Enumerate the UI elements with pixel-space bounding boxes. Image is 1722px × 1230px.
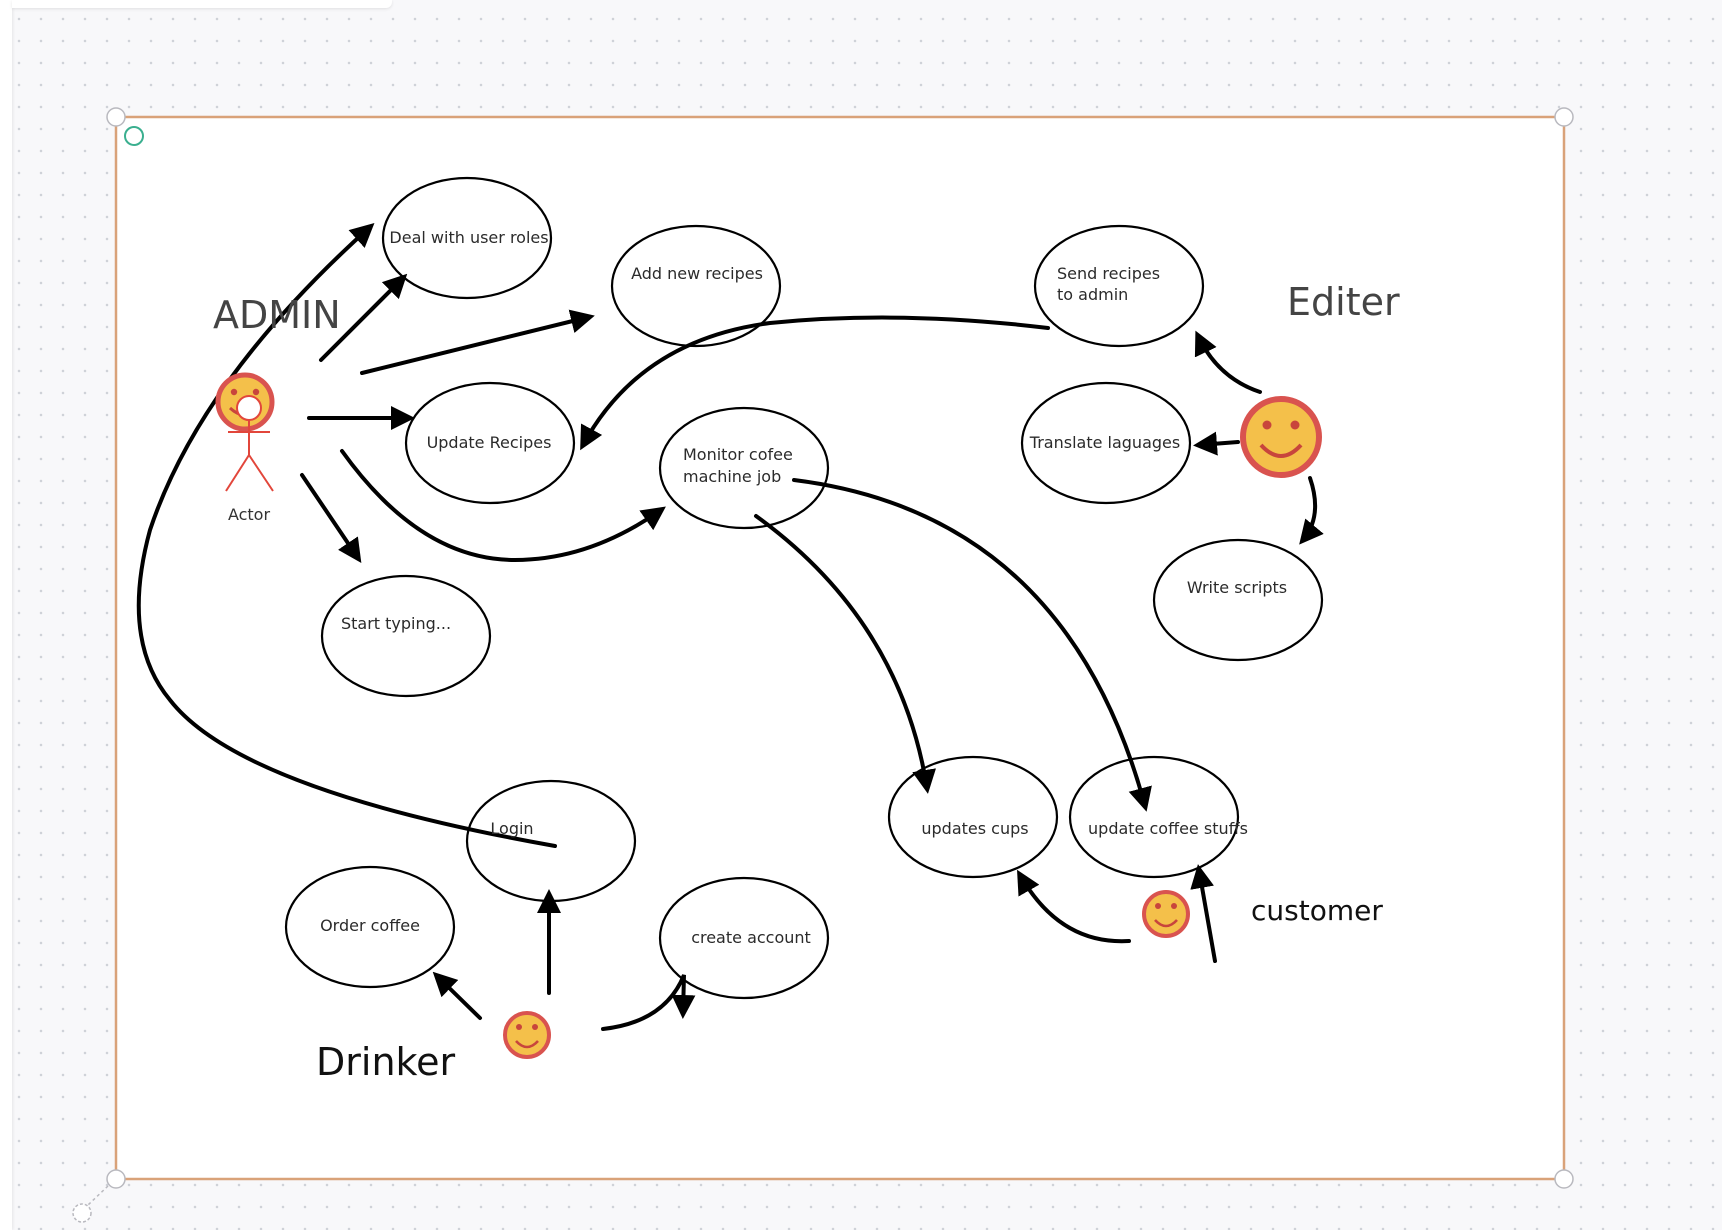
use-case-write-scripts[interactable]: Write scripts — [1152, 538, 1324, 662]
use-case-label: Monitor cofee — [683, 445, 793, 464]
use-case-label: Update Recipes — [427, 433, 552, 452]
resize-handle-bottom-right[interactable] — [1554, 1169, 1574, 1189]
use-case-login-label: Login — [490, 819, 533, 838]
resize-handle-top-left[interactable] — [106, 107, 126, 127]
use-case-label: Write scripts — [1187, 578, 1287, 597]
rotate-handle-line — [87, 1185, 109, 1206]
use-case-label: updates cups — [921, 819, 1028, 838]
arrow-drinker-to-order-coffee[interactable] — [432, 971, 482, 1020]
arrow-admin-to-monitor[interactable] — [340, 449, 666, 563]
use-case-deal-user-roles[interactable]: Deal with user roles — [381, 176, 553, 300]
arrow-editer-to-write-scripts[interactable] — [1299, 476, 1324, 545]
use-case-label: create account — [691, 928, 811, 947]
use-case-login[interactable] — [465, 779, 637, 903]
connection-point-icon[interactable] — [124, 126, 144, 146]
arrow-send-recipes-to-update-recipes[interactable] — [580, 315, 1050, 451]
use-case-label: machine job — [683, 467, 781, 486]
arrow-admin-to-add-recipes[interactable] — [360, 309, 595, 375]
use-case-updates-cups[interactable]: updates cups — [887, 755, 1059, 879]
use-case-label: Send recipes — [1057, 264, 1160, 283]
resize-handle-bottom-left[interactable] — [106, 1169, 126, 1189]
top-panel-edge — [12, 0, 392, 8]
use-case-label: Translate laguages — [1029, 433, 1180, 452]
stick-figure-icon — [225, 395, 274, 492]
resize-handle-top-right[interactable] — [1554, 107, 1574, 127]
use-case-order-coffee[interactable]: Order coffee — [284, 865, 456, 989]
smiley-face-icon — [1142, 890, 1190, 938]
use-case-translate-languages[interactable]: Translate laguages — [1020, 381, 1192, 505]
arrow-customer-to-update-coffee-stuffs[interactable] — [1190, 864, 1217, 963]
left-toolbar-edge — [0, 0, 12, 1230]
arrow-customer-to-updates-cups[interactable] — [1017, 869, 1131, 944]
actor-name-customer: customer — [1251, 894, 1383, 927]
use-case-create-account[interactable]: create account — [658, 876, 830, 1000]
arrow-login-to-deal-roles[interactable] — [136, 222, 557, 848]
use-case-update-recipes[interactable]: Update Recipes — [404, 381, 576, 505]
use-case-label: Order coffee — [320, 916, 420, 935]
use-case-label: Add new recipes — [631, 264, 763, 283]
frame-selection-handles — [72, 107, 1574, 1223]
arrow-monitor-to-updates-cups[interactable] — [754, 514, 936, 794]
arrow-admin-to-deal-roles[interactable] — [319, 273, 408, 362]
use-case-label: to admin — [1057, 285, 1128, 304]
actor-drinker[interactable]: Drinker — [316, 1011, 551, 1084]
actor-editer[interactable]: Editer — [1240, 280, 1400, 478]
arrow-drinker-to-create-account[interactable] — [601, 974, 696, 1031]
arrow-monitor-to-update-coffee-stuffs[interactable] — [792, 478, 1152, 812]
use-case-label: update coffee stuffs — [1088, 819, 1248, 838]
use-case-start-typing[interactable]: Start typing... — [320, 574, 492, 698]
smiley-face-icon — [1240, 396, 1322, 478]
actor-name-admin: ADMIN — [213, 293, 341, 337]
use-case-update-coffee-stuffs[interactable]: update coffee stuffs — [1068, 755, 1248, 879]
use-case-label: Start typing... — [341, 614, 451, 633]
connectors — [136, 222, 1324, 1031]
use-case-add-new-recipes[interactable]: Add new recipes — [610, 224, 782, 348]
arrow-editer-to-send-recipes[interactable] — [1194, 330, 1262, 394]
use-case-label: Deal with user roles — [389, 228, 548, 247]
actor-name-editer: Editer — [1287, 280, 1400, 324]
actor-customer[interactable]: customer — [1142, 890, 1383, 938]
use-case-send-recipes-to-admin[interactable]: Send recipes to admin — [1033, 224, 1205, 348]
arrow-admin-to-start-typing[interactable] — [300, 473, 362, 563]
actor-caption: Actor — [228, 505, 271, 524]
actor-name-drinker: Drinker — [316, 1040, 456, 1084]
arrow-editer-to-translate[interactable] — [1193, 431, 1240, 456]
rotate-handle[interactable] — [72, 1203, 92, 1223]
smiley-face-icon — [503, 1011, 551, 1059]
use-case-monitor-machine-job[interactable]: Monitor cofee machine job — [658, 406, 830, 530]
actor-admin[interactable]: Actor ADMIN — [213, 293, 341, 524]
